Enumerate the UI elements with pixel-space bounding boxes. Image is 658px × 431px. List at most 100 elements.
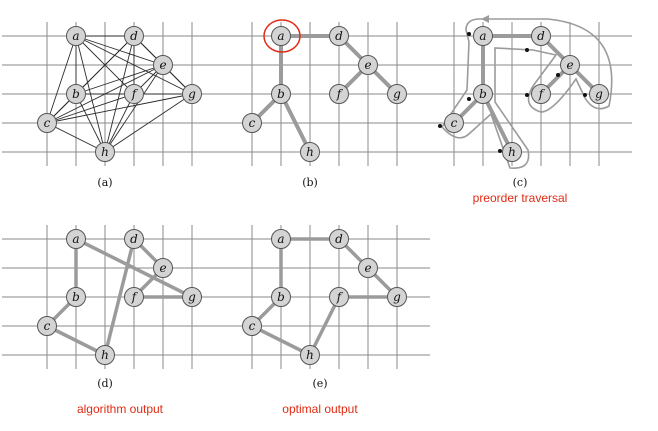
node-label: a	[277, 29, 284, 43]
edge-b-h	[279, 92, 312, 154]
node-e: e	[153, 258, 173, 278]
node-label: f	[131, 87, 139, 101]
edge-c-d	[46, 35, 135, 124]
node-label: f	[336, 290, 344, 304]
edge-h-d	[103, 237, 136, 357]
node-g: g	[182, 84, 202, 104]
node-label: c	[451, 116, 458, 130]
node-a: a	[473, 26, 493, 46]
node-label: h	[508, 145, 516, 159]
caption-d: (d)	[97, 377, 113, 390]
node-h: h	[300, 345, 320, 365]
node-b: b	[271, 84, 291, 104]
node-label: e	[364, 261, 371, 275]
node-label: a	[479, 29, 486, 43]
node-label: e	[566, 58, 573, 72]
node-label: f	[336, 87, 344, 101]
node-h: h	[95, 345, 115, 365]
node-b: b	[473, 84, 493, 104]
node-label: c	[44, 116, 51, 130]
node-label: d	[335, 29, 343, 43]
node-label: b	[277, 290, 285, 304]
node-e: e	[358, 55, 378, 75]
node-label: c	[249, 116, 256, 130]
root-highlight-ring	[263, 19, 301, 53]
node-a: a	[66, 26, 86, 46]
visit-dot	[467, 97, 471, 101]
node-label: d	[130, 232, 138, 246]
node-label: e	[159, 261, 166, 275]
edge-c-g	[46, 93, 193, 124]
node-label: f	[131, 290, 139, 304]
node-label: d	[537, 29, 545, 43]
node-c: c	[444, 113, 464, 133]
edge-c-f	[46, 93, 135, 124]
node-d: d	[329, 26, 349, 46]
caption-c: (c)	[513, 176, 528, 189]
node-label: h	[306, 145, 314, 159]
note-preorder-traversal: preorder traversal	[473, 191, 568, 205]
edge-c-h	[46, 122, 106, 153]
node-a: a	[271, 26, 291, 46]
node-c: c	[242, 113, 262, 133]
node-d: d	[124, 229, 144, 249]
node-f: f	[124, 84, 144, 104]
node-f: f	[329, 84, 349, 104]
visit-dot	[467, 32, 471, 36]
node-label: g	[188, 87, 196, 101]
note-optimal-output: optimal output	[282, 402, 358, 416]
node-e: e	[560, 55, 580, 75]
edge-e-h	[104, 64, 164, 153]
node-label: d	[130, 29, 138, 43]
node-g: g	[387, 84, 407, 104]
node-label: g	[393, 87, 401, 101]
node-c: c	[37, 316, 57, 336]
node-label: g	[188, 290, 196, 304]
node-label: h	[101, 145, 109, 159]
caption-e: (e)	[312, 377, 327, 390]
visit-dot	[583, 93, 587, 97]
node-d: d	[124, 26, 144, 46]
visit-dot	[525, 93, 529, 97]
caption-a: (a)	[97, 176, 112, 189]
traversal-walk	[440, 18, 613, 169]
edge-b-h	[481, 92, 514, 154]
edge-d-h	[104, 35, 135, 153]
node-b: b	[271, 287, 291, 307]
node-label: a	[277, 232, 284, 246]
node-h: h	[502, 142, 522, 162]
edge-c-h	[45, 324, 107, 357]
edge-c-e	[46, 64, 164, 124]
edge-b-h	[75, 93, 106, 153]
edge-f-h	[104, 93, 135, 153]
walk-arrow-icon	[481, 15, 489, 23]
node-label: a	[72, 232, 79, 246]
edge-h-c	[250, 324, 312, 357]
node-label: f	[538, 87, 546, 101]
node-d: d	[531, 26, 551, 46]
node-a: a	[271, 229, 291, 249]
visit-dot	[438, 124, 442, 128]
panel-algorithm-tour: a b c d e f g h	[2, 225, 225, 369]
node-b: b	[66, 287, 86, 307]
panel-minimum-spanning-tree: a b c d ef g h	[207, 19, 430, 166]
edge-g-h	[104, 93, 193, 153]
node-h: h	[95, 142, 115, 162]
node-a: a	[66, 229, 86, 249]
edge-a-c	[46, 35, 77, 124]
node-g: g	[387, 287, 407, 307]
node-e: e	[153, 55, 173, 75]
node-label: g	[595, 87, 603, 101]
note-algorithm-output: algorithm output	[77, 402, 164, 416]
node-h: h	[300, 142, 320, 162]
node-c: c	[37, 113, 57, 133]
node-label: c	[44, 319, 51, 333]
edge-b-e	[75, 64, 164, 95]
node-label: a	[72, 29, 79, 43]
edge-f-h	[308, 295, 341, 357]
visit-dot	[498, 149, 502, 153]
node-f: f	[124, 287, 144, 307]
node-d: d	[329, 229, 349, 249]
